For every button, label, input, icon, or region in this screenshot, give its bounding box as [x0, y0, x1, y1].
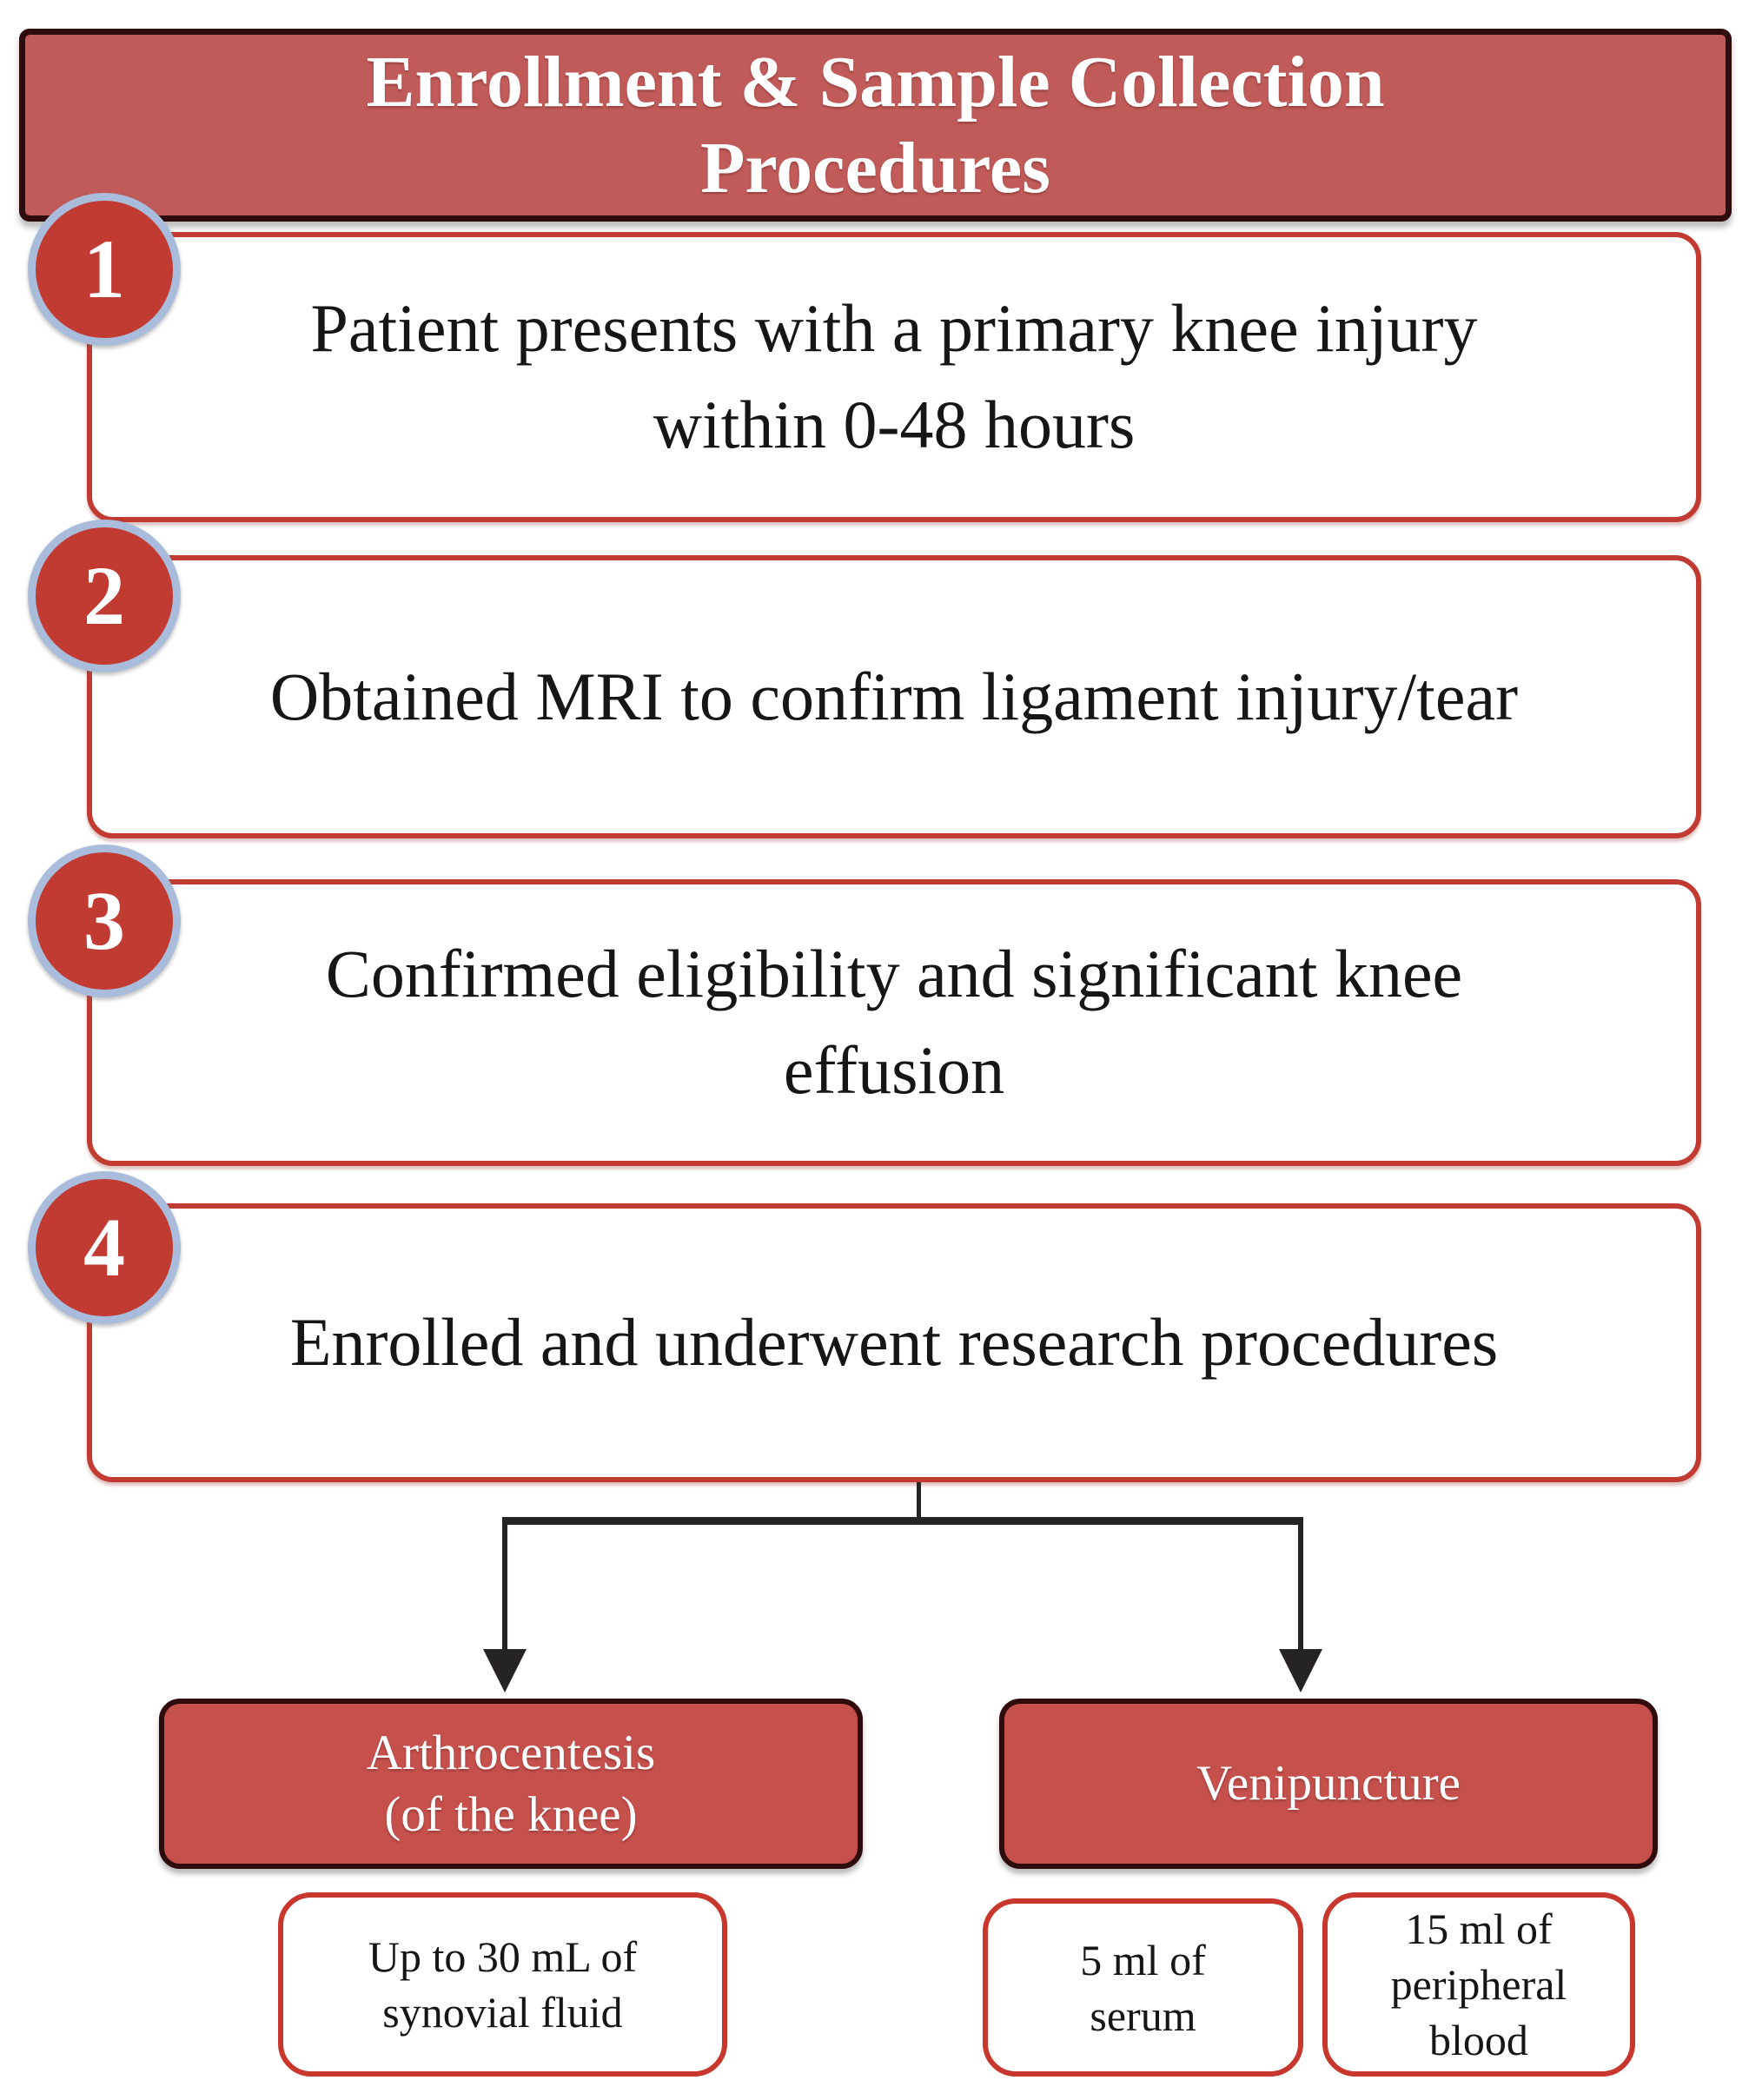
step-4-number: 4 [83, 1201, 125, 1294]
step-2-box: Obtained MRI to confirm ligament injury/… [87, 555, 1701, 838]
down-arrow-icon-right [1279, 1649, 1322, 1693]
outcome-serum-box: 5 ml of serum [983, 1898, 1303, 2077]
step-2-badge: 2 [28, 520, 181, 672]
step-3-box: Confirmed eligibility and significant kn… [87, 879, 1701, 1166]
outcome-peripheral-blood-box: 15 ml of peripheral blood [1322, 1892, 1635, 2077]
step-1-text: Patient presents with a primary knee inj… [310, 290, 1478, 462]
outcome-peripheral-blood-label: 15 ml of peripheral blood [1390, 1905, 1567, 2064]
step-3-badge: 3 [28, 845, 181, 997]
step-1-badge: 1 [28, 193, 181, 346]
page-title: Enrollment & Sample Collection Procedure… [366, 41, 1385, 209]
branch-arthrocentesis-box: Arthrocentesis (of the knee) [159, 1699, 863, 1869]
step-2-number: 2 [83, 549, 125, 642]
connector-right-line [1298, 1517, 1303, 1652]
outcome-synovial-fluid-label: Up to 30 mL of synovial fluid [368, 1932, 638, 2037]
step-3-text: Confirmed eligibility and significant kn… [325, 936, 1463, 1108]
branch-venipuncture-label: Venipuncture [1196, 1756, 1461, 1812]
step-1-box: Patient presents with a primary knee inj… [87, 232, 1701, 522]
branch-arthrocentesis-label: Arthrocentesis (of the knee) [366, 1725, 656, 1842]
step-4-box: Enrolled and underwent research procedur… [87, 1203, 1701, 1482]
outcome-synovial-fluid-box: Up to 30 mL of synovial fluid [278, 1892, 727, 2077]
down-arrow-icon-left [483, 1649, 527, 1693]
title-banner: Enrollment & Sample Collection Procedure… [19, 29, 1732, 222]
connector-stem-line [917, 1482, 921, 1520]
step-1-number: 1 [83, 222, 125, 315]
step-2-text: Obtained MRI to confirm ligament injury/… [269, 658, 1519, 734]
outcome-serum-label: 5 ml of serum [1080, 1935, 1206, 2040]
connector-horizontal-line [502, 1517, 1303, 1525]
step-4-text: Enrolled and underwent research procedur… [289, 1304, 1499, 1381]
connector-left-line [502, 1517, 507, 1652]
step-4-badge: 4 [28, 1171, 181, 1324]
branch-venipuncture-box: Venipuncture [999, 1699, 1658, 1869]
step-3-number: 3 [83, 874, 125, 967]
